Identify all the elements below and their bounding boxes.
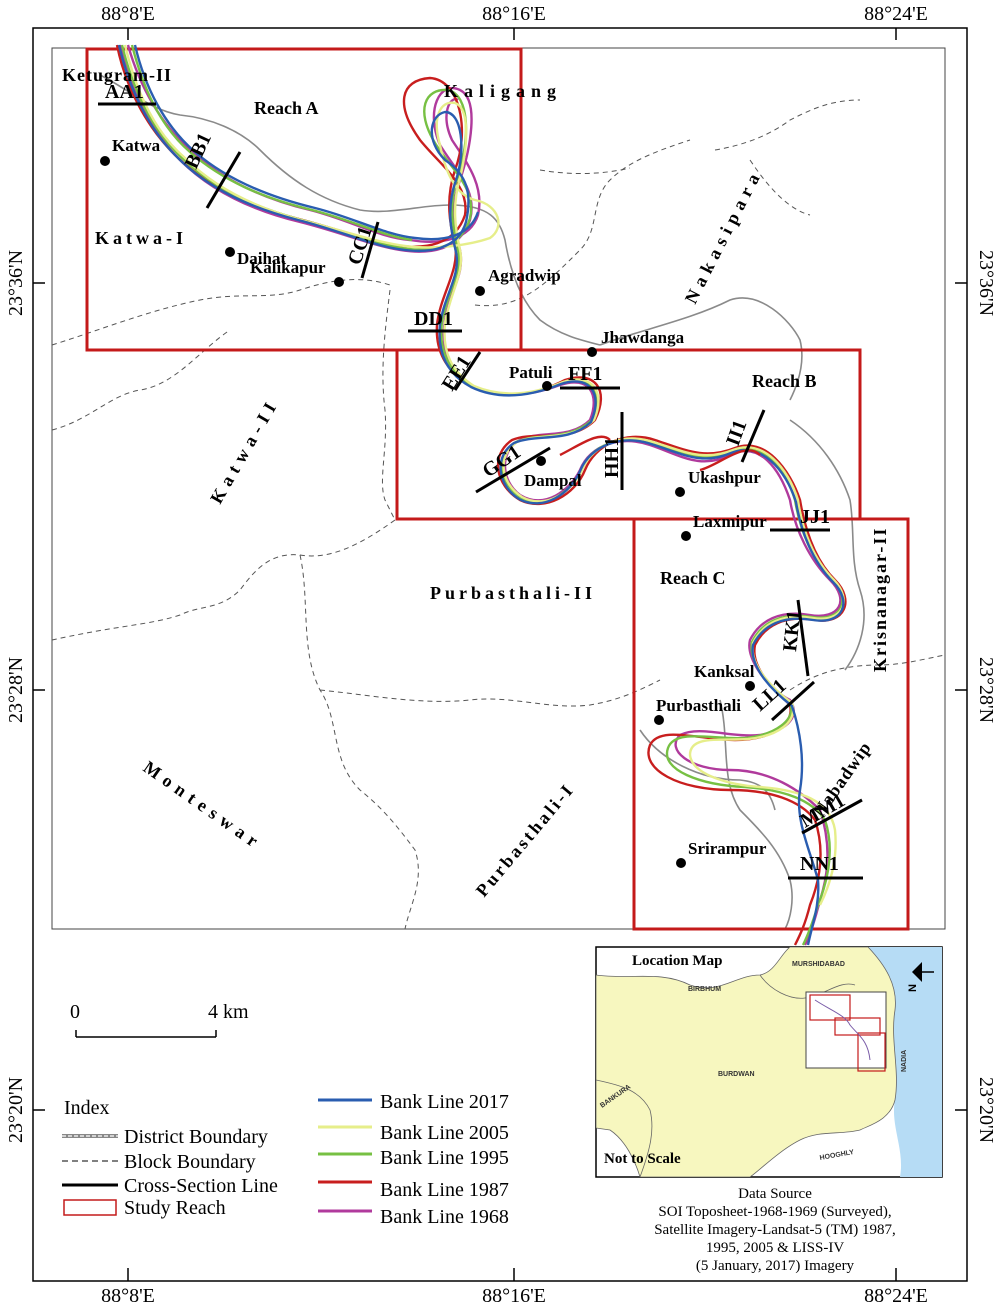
block-label-katwa-i: Katwa-I xyxy=(95,228,187,248)
lat-label-right-3: 23°20'N xyxy=(975,1077,997,1143)
block-label-purbasthali-ii: Purbasthali-II xyxy=(430,583,596,603)
study-reach-c xyxy=(632,517,910,931)
study-reach-a xyxy=(85,47,523,352)
place-label-laxmipur: Laxmipur xyxy=(693,512,767,531)
study-reaches xyxy=(85,47,910,931)
cross-section-label-cc1: CC1 xyxy=(344,224,377,268)
bank-line-2017 xyxy=(117,44,845,946)
place-marker-patuli xyxy=(542,381,552,391)
place-label-dampal: Dampal xyxy=(524,471,582,490)
legend-label-bank-2017: Bank Line 2017 xyxy=(380,1091,509,1113)
lat-label-right-2: 23°28'N xyxy=(975,657,997,723)
block-label-ketugram-ii: Ketugram-II xyxy=(62,65,172,85)
lon-label-bottom-2: 88°16'E xyxy=(482,1285,546,1307)
data-source-title: Data Source xyxy=(738,1186,812,1202)
inset-location-map: Location Map BIRBHUM MURSHIDABAD BURDWAN… xyxy=(595,946,943,1178)
block-label-krisnanagar-ii: Krisnanagar-II xyxy=(870,527,890,672)
place-marker-agradwip xyxy=(475,286,485,296)
place-marker-katwa xyxy=(100,156,110,166)
cross-section-label-aa1: AA1 xyxy=(105,81,144,103)
lon-label-top-1: 88°8'E xyxy=(101,3,155,25)
reach-label-c: Reach C xyxy=(660,568,726,588)
lon-label-bottom-3: 88°24'E xyxy=(864,1285,928,1307)
legend-label-study-reach: Study Reach xyxy=(124,1197,226,1219)
lat-label-left-3: 23°20'N xyxy=(5,1077,27,1143)
place-marker-jhawdanga xyxy=(587,347,597,357)
place-markers xyxy=(100,156,755,868)
inset-district-birbhum: BIRBHUM xyxy=(688,986,721,993)
lon-label-top-2: 88°16'E xyxy=(482,3,546,25)
place-marker-purbasthali xyxy=(654,715,664,725)
legend-label-bank-1995: Bank Line 1995 xyxy=(380,1147,509,1169)
place-label-katwa: Katwa xyxy=(112,136,161,155)
block-label-nakasipara: Nakasipara xyxy=(681,165,766,307)
inset-district-burdwan: BURDWAN xyxy=(718,1071,755,1078)
reach-label-b: Reach B xyxy=(752,371,817,391)
cross-section-label-hh1: HH1 xyxy=(601,437,623,478)
place-label-patuli: Patuli xyxy=(509,363,553,382)
north-arrow-icon xyxy=(912,962,934,982)
place-label-ukashpur: Ukashpur xyxy=(688,468,761,487)
inset-district-murshidabad: MURSHIDABAD xyxy=(792,961,845,968)
place-label-purbasthali: Purbasthali xyxy=(656,696,741,715)
legend-title: Index xyxy=(64,1097,110,1119)
place-marker-kalikapur xyxy=(334,277,344,287)
legend-label-bank-2005: Bank Line 2005 xyxy=(380,1122,509,1144)
legend-label-district-boundary: District Boundary xyxy=(124,1126,268,1148)
lat-label-left-2: 23°28'N xyxy=(5,657,27,723)
place-label-srirampur: Srirampur xyxy=(688,839,767,858)
block-label-purbasthali-i: Purbasthali-I xyxy=(472,779,579,901)
legend-symbol-study-reach xyxy=(63,1199,117,1216)
cross-section-label-nn1: NN1 xyxy=(800,853,839,875)
lon-label-top-3: 88°24'E xyxy=(864,3,928,25)
place-marker-laxmipur xyxy=(681,531,691,541)
bank-lines xyxy=(115,44,847,946)
place-label-daihat: Daihat xyxy=(237,249,286,268)
study-reach-b xyxy=(395,348,862,521)
legend-label-bank-1987: Bank Line 1987 xyxy=(380,1179,509,1201)
cross-section-label-ff1: FF1 xyxy=(568,363,602,385)
legend-label-block-boundary: Block Boundary xyxy=(124,1151,256,1173)
place-marker-kanksal xyxy=(745,681,755,691)
inset-district-nadia: NADIA xyxy=(901,1050,908,1072)
place-marker-daihat xyxy=(225,247,235,257)
data-source-line-3: 1995, 2005 & LISS-IV xyxy=(706,1240,845,1256)
lat-label-left-1: 23°36'N xyxy=(5,250,27,316)
place-label-kanksal: Kanksal xyxy=(694,662,755,681)
north-arrow-label: N xyxy=(907,984,919,992)
legend-label-cross-section: Cross-Section Line xyxy=(124,1175,278,1197)
lat-label-right-1: 23°36'N xyxy=(975,250,997,316)
graticule-ticks xyxy=(33,28,967,1281)
reach-label-a: Reach A xyxy=(254,98,319,118)
map-outer-frame xyxy=(32,27,968,1282)
place-label-jhawdanga: Jhawdanga xyxy=(601,328,685,347)
cross-section-label-dd1: DD1 xyxy=(414,308,453,330)
place-marker-dampal xyxy=(536,456,546,466)
cross-section-label-jj1: JJ1 xyxy=(800,506,830,528)
block-label-monteswar: Monteswar xyxy=(140,757,267,854)
scale-start-label: 0 xyxy=(70,1001,80,1023)
block-label-kaligang: Kaligang xyxy=(444,81,562,101)
cross-section-label-ii1: II1 xyxy=(722,417,751,449)
scale-bar xyxy=(75,1030,217,1038)
data-source-line-1: SOI Toposheet-1968-1969 (Surveyed), xyxy=(658,1204,891,1220)
place-label-kalikapur: Kalikapur xyxy=(250,258,326,277)
cross-section-lines xyxy=(98,102,863,880)
place-marker-ukashpur xyxy=(675,487,685,497)
data-source-line-2: Satellite Imagery-Landsat-5 (TM) 1987, xyxy=(654,1222,896,1238)
inset-scale-note: Not to Scale xyxy=(604,1151,681,1167)
place-label-agradwip: Agradwip xyxy=(488,266,561,285)
inset-title: Location Map xyxy=(632,953,722,969)
cross-section-label-kk1: KK1 xyxy=(779,609,805,652)
scale-end-label: 4 km xyxy=(208,1001,249,1023)
place-marker-srirampur xyxy=(676,858,686,868)
data-source-line-4: (5 January, 2017) Imagery xyxy=(696,1258,855,1274)
legend-label-bank-1968: Bank Line 1968 xyxy=(380,1206,509,1228)
lon-label-bottom-1: 88°8'E xyxy=(101,1285,155,1307)
block-label-katwa-ii: Katwa-II xyxy=(206,394,283,507)
inset-water xyxy=(868,947,942,1177)
